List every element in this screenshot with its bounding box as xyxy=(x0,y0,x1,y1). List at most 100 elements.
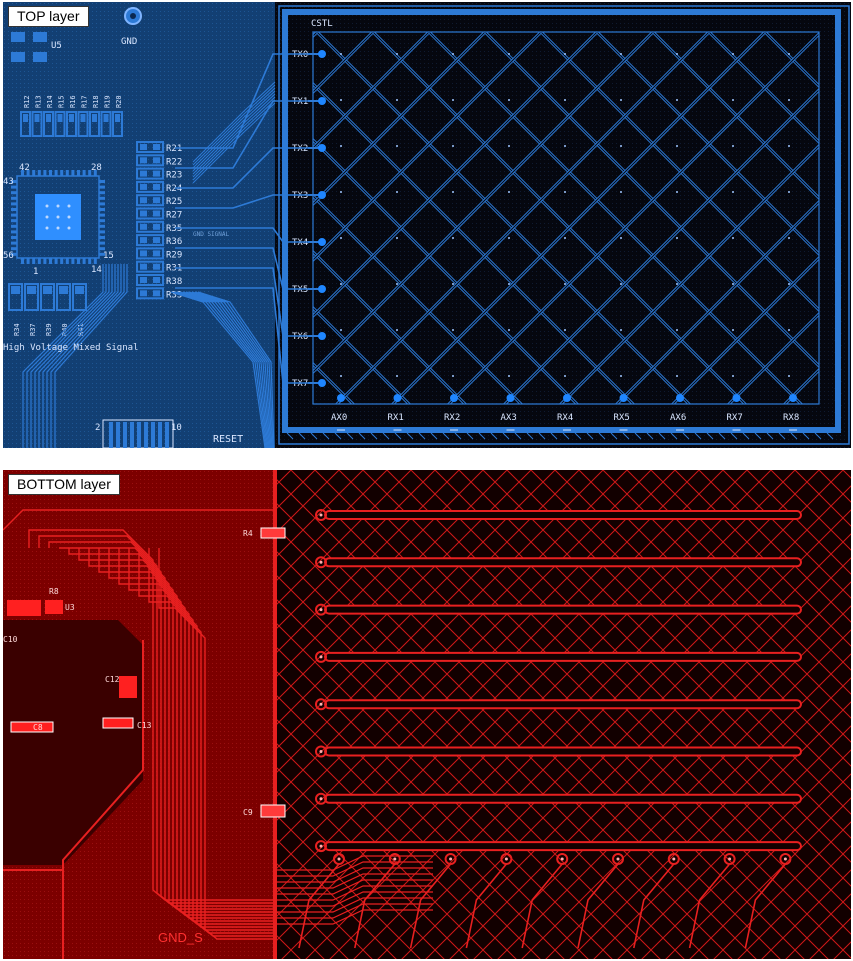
mesh-line-gap xyxy=(596,32,819,255)
resistor-pad xyxy=(153,197,160,204)
tx-via-trace xyxy=(744,863,787,949)
mesh-line-gap xyxy=(313,32,486,205)
ic-pin xyxy=(11,208,17,211)
tx-label-1: TX1 xyxy=(292,97,308,107)
rx-label-2: RX2 xyxy=(444,413,460,423)
ic-pin xyxy=(49,170,52,176)
border-hatch-line xyxy=(281,75,289,83)
mesh-line-gap xyxy=(313,32,430,149)
c9-part xyxy=(260,804,286,818)
resistor-body xyxy=(136,154,164,167)
resistor-pad xyxy=(92,114,97,122)
resistor-body xyxy=(136,141,164,153)
mesh-node xyxy=(564,283,566,285)
cstl-label: CSTL xyxy=(311,19,333,29)
high-voltage-label: High Voltage Mixed Signal xyxy=(3,343,138,353)
border-hatch-line xyxy=(281,255,289,263)
border-hatch-line xyxy=(281,27,289,35)
border-hatch-line xyxy=(834,27,842,35)
mesh-line-gap xyxy=(428,32,802,404)
border-hatch-line xyxy=(658,432,666,440)
border-hatch-line xyxy=(310,432,318,440)
rx-strip-pad xyxy=(315,603,327,616)
ic-pin xyxy=(77,170,80,176)
border-hatch-line xyxy=(834,147,842,155)
connector-pin xyxy=(116,422,120,448)
border-hatch-line xyxy=(834,375,842,383)
resistor-pad xyxy=(140,237,147,244)
resistor-pad xyxy=(140,197,147,204)
c9-label: C9 xyxy=(243,808,253,817)
ic-outline xyxy=(16,175,100,259)
tx-pad xyxy=(318,332,326,340)
border-hatch-line xyxy=(281,351,289,359)
mesh-line-gap xyxy=(313,195,522,404)
mesh-node xyxy=(508,237,510,239)
connector-pin xyxy=(165,422,169,448)
border-hatch-line xyxy=(778,432,786,440)
rx-strip-via xyxy=(319,702,323,706)
resistor-label-right: R24 xyxy=(166,184,182,194)
tx-via-hole xyxy=(783,857,787,861)
lower-trace xyxy=(191,291,273,448)
mesh-node xyxy=(732,329,734,331)
mesh-node xyxy=(620,191,622,193)
lower-routing-traces xyxy=(22,264,275,448)
ic-pin xyxy=(11,180,17,183)
bundle-trace-sensor xyxy=(273,879,433,895)
resistor-label-top: R13 xyxy=(35,95,43,108)
resistor-pad xyxy=(140,183,147,190)
tx-via-trace xyxy=(577,863,619,949)
mesh-node xyxy=(732,53,734,55)
resistor-pad xyxy=(23,114,28,122)
ic-pin xyxy=(11,252,17,256)
mesh-line-gap xyxy=(313,32,542,261)
border-hatch-line xyxy=(694,432,702,440)
border-hatch-line xyxy=(790,432,798,440)
tx-pad xyxy=(318,50,326,58)
resistor-body xyxy=(136,220,164,233)
ic-pin xyxy=(99,252,105,256)
ic-pin xyxy=(99,208,105,211)
border-hatch-line xyxy=(281,219,289,227)
bundle-trace-sensor xyxy=(273,909,433,925)
rx-strip-via xyxy=(319,608,323,612)
border-hatch-line xyxy=(562,432,570,440)
rx-strip-pad xyxy=(315,556,327,569)
border-hatch-line xyxy=(281,39,289,47)
ic-thermal-vias xyxy=(45,204,71,230)
lower-trace xyxy=(26,264,107,448)
resistor-body xyxy=(100,111,112,137)
resistor-label-top: R14 xyxy=(46,95,54,108)
mesh-line-gap xyxy=(708,32,819,143)
tx-trace xyxy=(175,267,308,337)
mesh-node xyxy=(396,283,398,285)
ic-pin xyxy=(11,224,17,228)
border-hatch-line xyxy=(346,432,354,440)
mesh-node xyxy=(452,53,454,55)
resistor-pad xyxy=(140,223,147,230)
tx-via-hole xyxy=(449,857,453,861)
ic-via xyxy=(56,204,60,208)
mesh-node xyxy=(564,145,566,147)
border-hatch-line xyxy=(430,432,438,440)
ic-pin xyxy=(99,180,105,183)
sensor-edge-strip xyxy=(273,470,277,959)
resistor-label-right: R31 xyxy=(166,264,182,274)
mesh-node xyxy=(788,191,790,193)
resistor-pad xyxy=(153,263,160,270)
tx-via-hole xyxy=(337,857,341,861)
ic-pin xyxy=(37,258,41,264)
ic-pin xyxy=(99,230,105,234)
lower-trace xyxy=(176,291,268,448)
upper-trace xyxy=(192,102,276,184)
border-hatch-line xyxy=(502,432,510,440)
ic-pin xyxy=(11,236,17,239)
border-hatch-line xyxy=(814,432,822,440)
ic-pin xyxy=(21,258,24,264)
c13-label: C13 xyxy=(137,721,152,730)
